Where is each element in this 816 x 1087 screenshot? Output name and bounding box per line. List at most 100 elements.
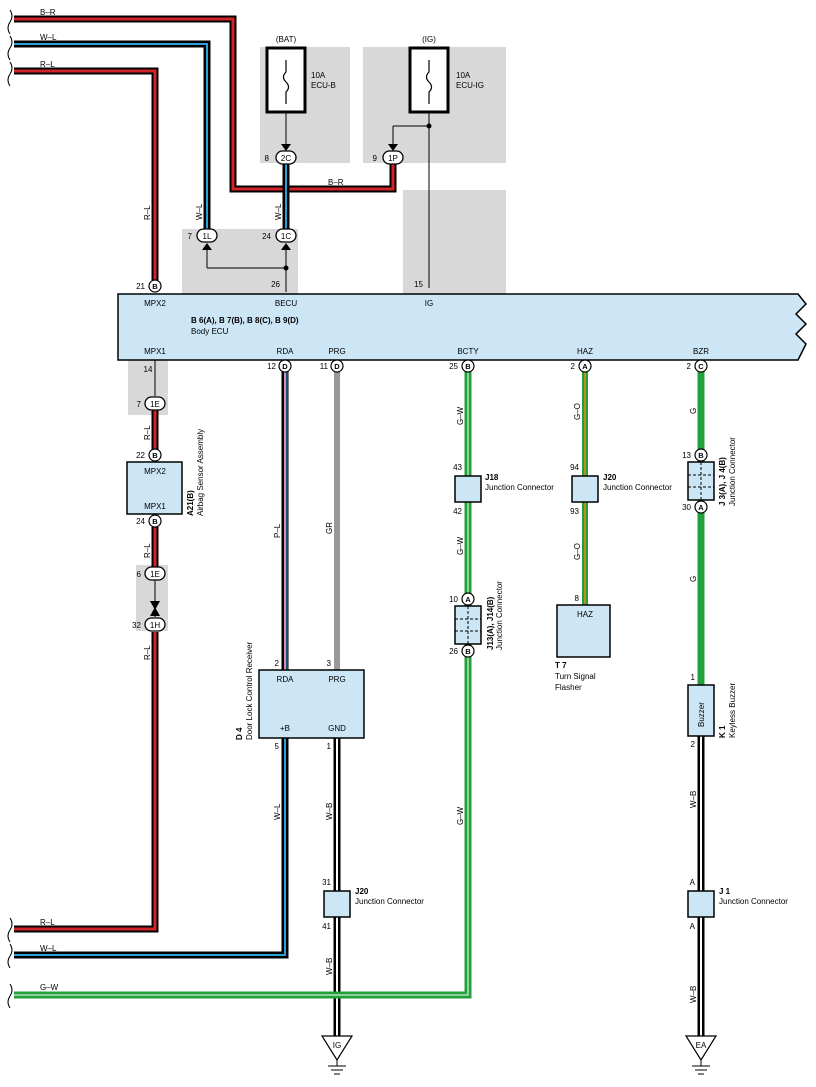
ground-ea-label: EA (696, 1041, 707, 1050)
airbag-pin-top: 22 (136, 451, 145, 460)
ecu-pin-bzr-letter: C (698, 362, 704, 371)
ecu-pin-bcty-num: 25 (449, 362, 458, 371)
connector-2c: 2C 8 (265, 144, 297, 165)
label-g-v2: G (689, 576, 698, 582)
j20-gnd-pin-top: 31 (322, 878, 331, 887)
label-b-r-top: B–R (40, 8, 56, 17)
airbag-mpx2: MPX2 (144, 467, 166, 476)
fuse-bat-source: (BAT) (276, 35, 297, 44)
ecu-pin-bzr: C 2 (687, 359, 708, 373)
j13-name: Junction Connector (495, 581, 504, 650)
connector-1l-pin: 7 (188, 232, 193, 241)
body-ecu: B 6(A), B 7(B), B 8(C), B 9(D) Body ECU … (117, 293, 808, 361)
label-w-l-v3: W–L (273, 803, 282, 820)
airbag-pin-top-letter: B (152, 451, 158, 460)
junction-j3-j4: B 13 A 30 J 3(A), J 4(B) Junction Connec… (682, 437, 737, 514)
label-w-l-v1: W–L (195, 203, 204, 220)
wire-r-l-top (14, 67, 159, 280)
becu-splice (283, 265, 289, 271)
buzzer-code: K 1 (718, 725, 727, 738)
ecu-pin-prg-letter: D (334, 362, 340, 371)
buzzer-pin-bot: 2 (691, 740, 696, 749)
ecu-term-mpx2: MPX2 (144, 299, 166, 308)
airbag-pin-bot: 24 (136, 517, 145, 526)
connector-1e-top-id: 1E (150, 400, 160, 409)
j1-pin-top: A (690, 878, 696, 887)
ecu-term-bzr: BZR (693, 347, 709, 356)
ecu-pin-rda: D 12 (267, 359, 292, 373)
label-r-l-v3: R–L (143, 543, 152, 558)
ecu-pin-mpx2-letter: B (152, 282, 158, 291)
j3-letter-bot: A (698, 503, 704, 512)
label-w-b-v1: W–B (325, 803, 334, 820)
label-w-l-top: W–L (40, 33, 57, 42)
ecu-term-mpx1: MPX1 (144, 347, 166, 356)
j20-haz-code: J20 (603, 473, 617, 482)
arrow-1h-up (150, 607, 160, 616)
door-lock-rda: RDA (277, 675, 295, 684)
connector-2c-id: 2C (281, 154, 291, 163)
ground-ig: IG (320, 1035, 354, 1075)
label-b-r-mid: B–R (328, 178, 344, 187)
wire-r-l-bottom-stripe (14, 632, 157, 931)
connector-1l-id: 1L (203, 232, 212, 241)
j3-pin-bot: 30 (682, 503, 691, 512)
ecu-pin-rda-letter: D (282, 362, 288, 371)
j3-name: Junction Connector (728, 437, 737, 506)
ecu-term-ig: IG (425, 299, 433, 308)
j13-pin-bot: 26 (449, 647, 458, 656)
j18-code: J18 (485, 473, 499, 482)
wire-w-l-bottom-stripe (14, 738, 286, 956)
airbag-sensor: B 22 MPX2 MPX1 B 24 A21(B) Airbag Sensor… (126, 429, 205, 528)
turn-signal-flasher: 8 HAZ T 7 Turn Signal Flasher (555, 594, 611, 692)
keyless-buzzer: 1 Buzzer 2 K 1 Keyless Buzzer (687, 673, 737, 749)
junction-j20-gnd: 31 41 J20 Junction Connector (322, 878, 424, 931)
ecu-pin-bcty: B 25 (449, 359, 475, 373)
ground-ig-label: IG (333, 1041, 341, 1050)
label-r-l-v2: R–L (143, 425, 152, 440)
j18-pin-top: 43 (453, 463, 462, 472)
connector-1c-pin: 24 (262, 232, 271, 241)
j20-gnd-name: Junction Connector (355, 897, 424, 906)
label-g-w-bottom: G–W (40, 983, 59, 992)
connector-1e-top: 1E 7 (137, 396, 166, 411)
j20-haz-pin-top: 94 (570, 463, 579, 472)
fuse-bat-rating: 10A (311, 71, 326, 80)
buzzer-name: Keyless Buzzer (728, 683, 737, 738)
ecu-pin-prg: D 11 (320, 359, 344, 373)
label-g-w-v1: G–W (456, 406, 465, 425)
wire-b-r-top-stripe (14, 17, 395, 191)
ecu-pin-haz-num: 2 (571, 362, 576, 371)
fuse-ig-source: (IG) (422, 35, 436, 44)
becu-pin: 26 (271, 280, 280, 289)
junction-j20-haz: 94 93 J20 Junction Connector (570, 463, 672, 516)
connector-2c-pin: 8 (265, 154, 270, 163)
door-lock-receiver: RDA PRG +B GND 2 3 5 1 D 4 Door Lock Con… (235, 641, 365, 751)
connector-1h: 1H 32 (132, 617, 166, 632)
label-r-l-top: R–L (40, 60, 55, 69)
door-lock-pin-prg: 3 (327, 659, 332, 668)
door-lock-pin-gnd: 1 (327, 742, 332, 751)
body-ecu-name: Body ECU (191, 327, 229, 336)
label-r-l-v1: R–L (143, 205, 152, 220)
ecu-pin-bcty-letter: B (465, 362, 471, 371)
flasher-name1: Turn Signal (555, 672, 596, 681)
label-w-b-v2: W–B (325, 958, 334, 975)
label-p-l: P–L (273, 523, 282, 538)
ecu-pin-rda-num: 12 (267, 362, 276, 371)
connector-1e-bot-pin: 6 (137, 570, 142, 579)
wire-g-w-stripe (14, 368, 469, 996)
ecu-term-prg: PRG (328, 347, 345, 356)
ecu-term-haz: HAZ (577, 347, 593, 356)
j1-pin-bot: A (690, 922, 696, 931)
airbag-mpx1: MPX1 (144, 502, 166, 511)
label-w-l-bottom: W–L (40, 944, 57, 953)
flasher-haz: HAZ (577, 610, 593, 619)
flasher-code: T 7 (555, 661, 567, 670)
junction-j1: A A J 1 Junction Connector (687, 878, 788, 931)
junction-j18: 43 42 J18 Junction Connector (453, 463, 554, 516)
wire-break-marks (7, 9, 13, 1009)
ecu-pin-haz: A 2 (571, 359, 592, 373)
j20-gnd-pin-bot: 41 (322, 922, 331, 931)
